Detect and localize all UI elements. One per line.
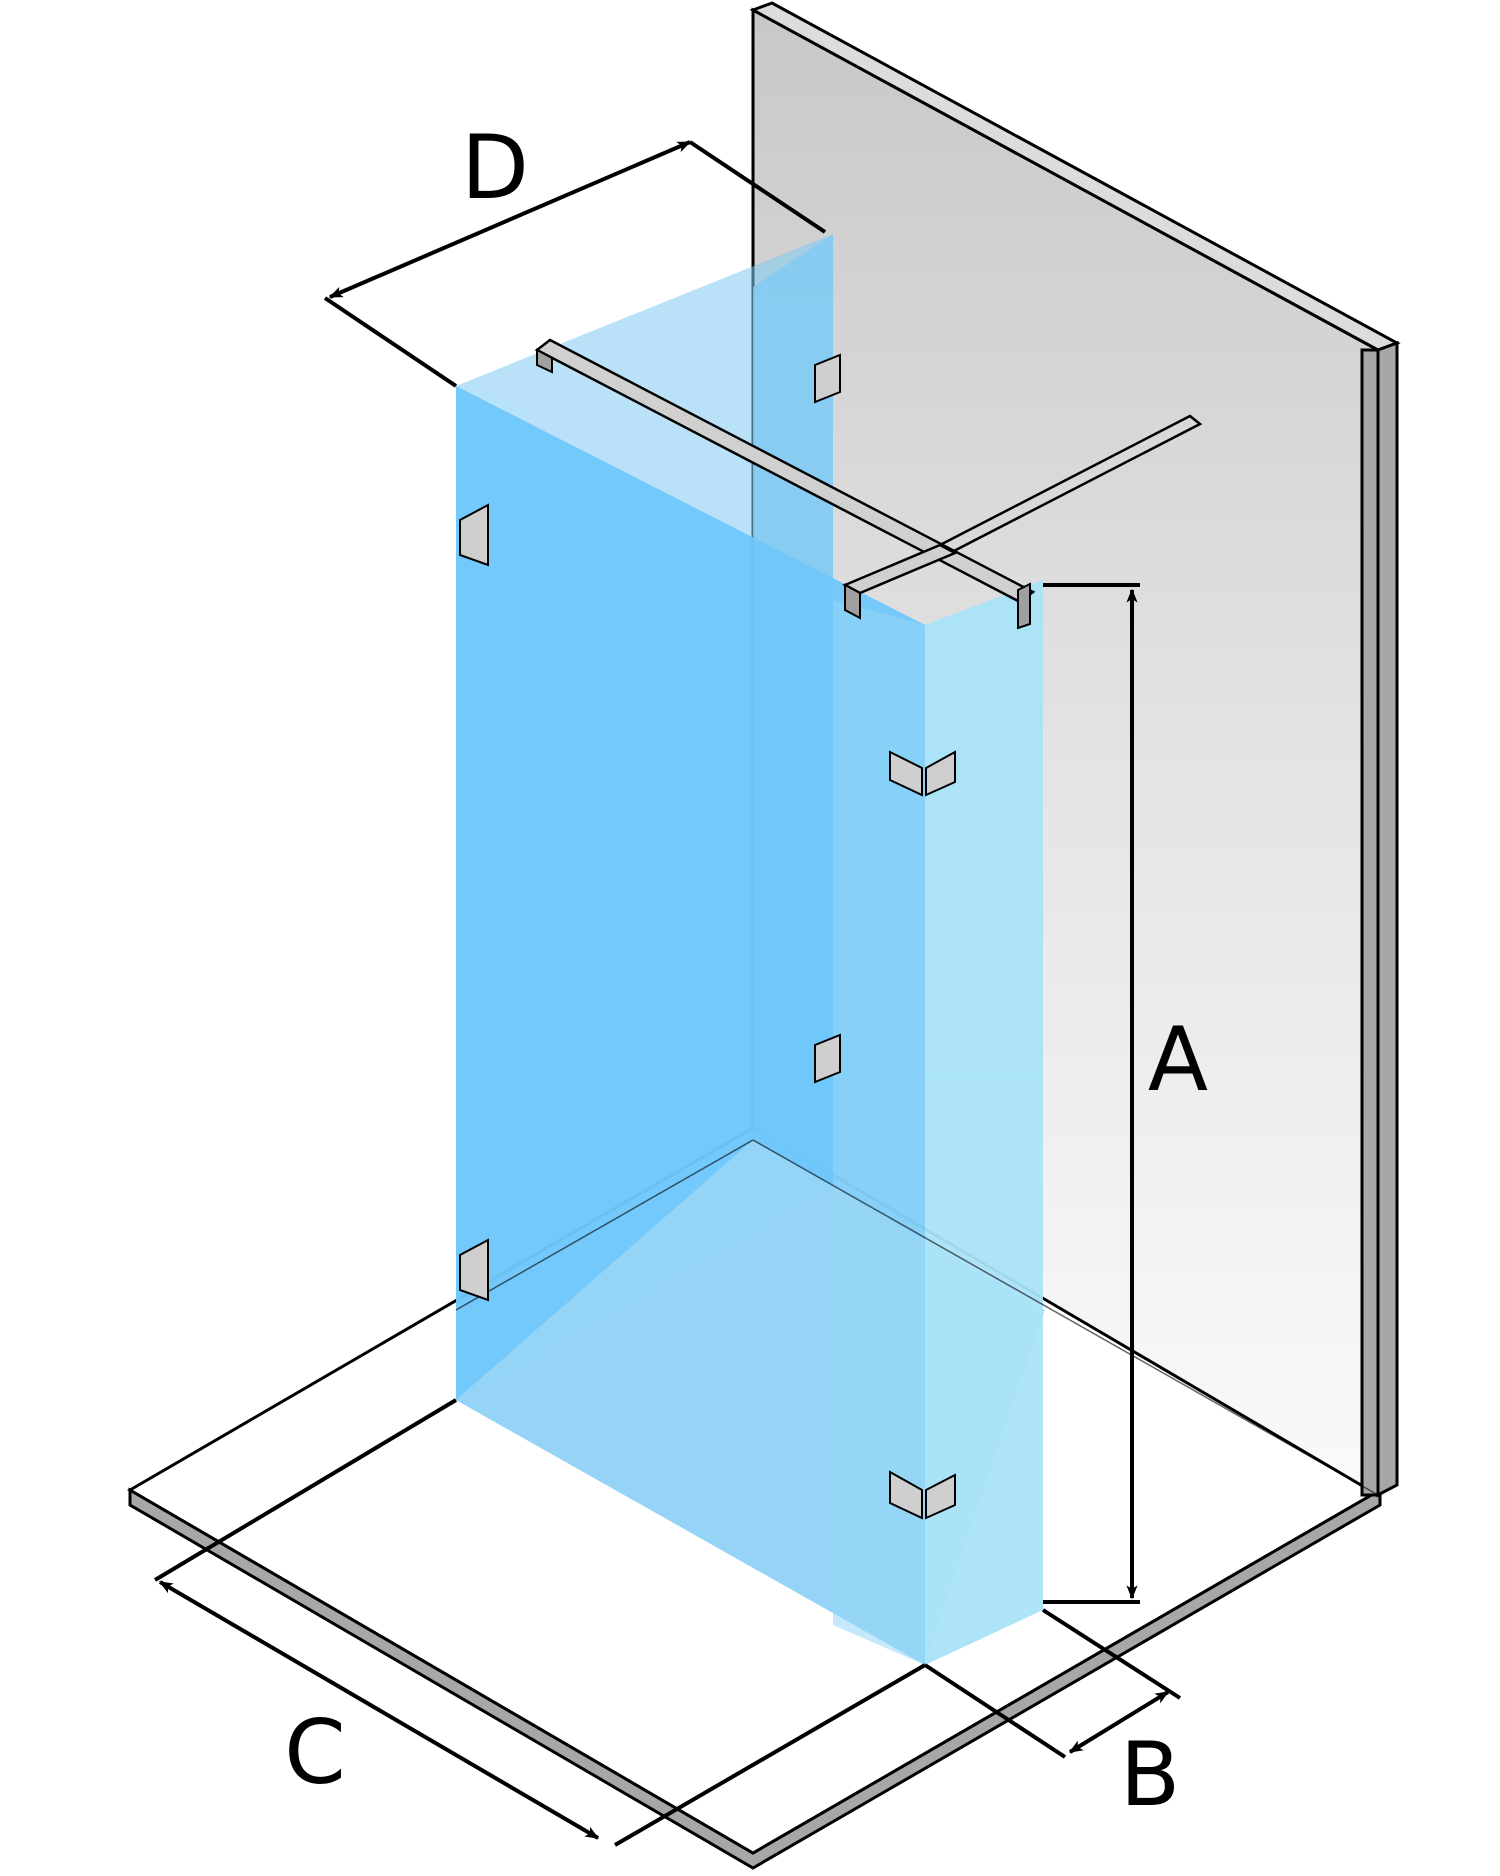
- dimension-a: A: [1043, 583, 1208, 1604]
- hinge-corner-bottom: [889, 1470, 956, 1520]
- glass-edges: [455, 1139, 1379, 1496]
- dimension-d: D: [323, 116, 827, 388]
- clamp-front-top: [459, 503, 489, 567]
- clamp-front-bottom: [459, 1238, 489, 1302]
- label-a: A: [1148, 1008, 1208, 1111]
- label-c: C: [284, 1701, 345, 1804]
- clamp-back-bottom: [814, 1033, 841, 1084]
- hinge-corner-top: [889, 750, 956, 797]
- clamp-back-top: [814, 353, 841, 404]
- dimension-b: B: [923, 1608, 1182, 1826]
- hinge-clamps: [459, 353, 956, 1520]
- dimension-c: C: [153, 1398, 927, 1847]
- label-b: B: [1120, 1723, 1180, 1826]
- stabiliser-bar: [534, 338, 1036, 630]
- glass-panel-return: [833, 580, 1043, 1665]
- label-d: D: [461, 116, 529, 219]
